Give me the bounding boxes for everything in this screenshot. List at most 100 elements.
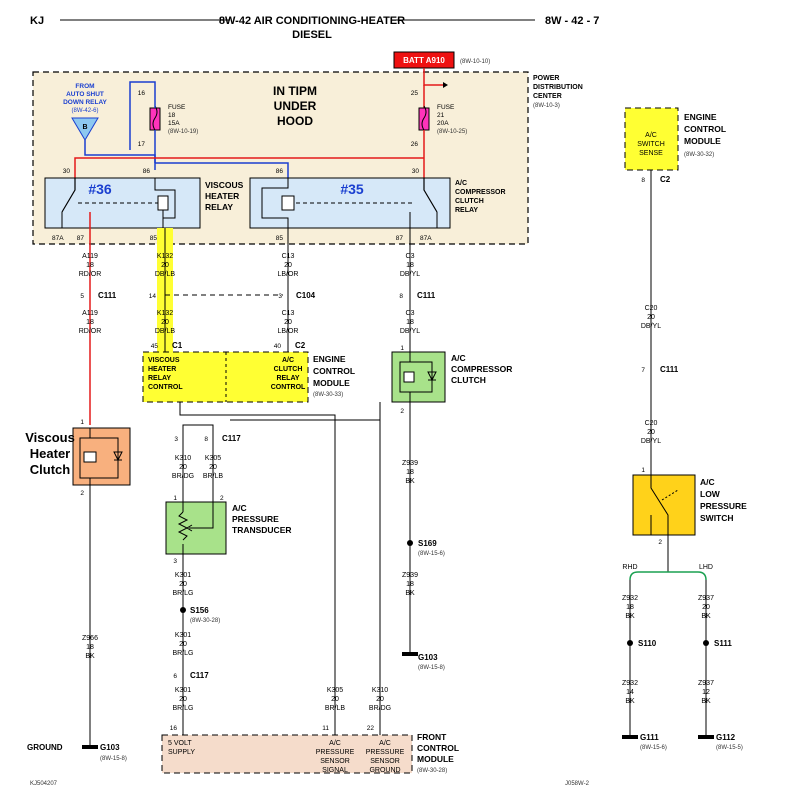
g103a-ref: (8W-15-8) xyxy=(100,756,127,762)
fcm-cell2-1: A/C xyxy=(329,740,341,747)
batt-ref: (8W-10-10) xyxy=(460,59,490,65)
ecm-left-cell1-1: VISCOUS xyxy=(148,357,180,364)
k301b-2: 20 xyxy=(179,641,187,648)
fuse18-pin-bottom: 17 xyxy=(138,141,146,148)
k310top-3: BR/DG xyxy=(172,473,194,480)
fuse18-ref: (8W-10-19) xyxy=(168,129,198,135)
a119-bot-1: A119 xyxy=(82,310,98,317)
viscous-internal-wire xyxy=(79,428,91,485)
transducer-pin1: 1 xyxy=(173,495,177,502)
relay35-name-2: COMPRESSOR xyxy=(455,189,506,196)
k310bot-2: 20 xyxy=(376,696,384,703)
c20bot-3: DB/YL xyxy=(641,438,661,445)
relay35-pin87a: 87A xyxy=(420,235,432,242)
k305-route-wire xyxy=(179,402,336,735)
relay35-pin30: 30 xyxy=(412,168,420,175)
g103b-ref: (8W-15-8) xyxy=(418,665,445,671)
a119-top-1: A119 xyxy=(82,253,98,260)
relay36-pin30: 30 xyxy=(63,168,71,175)
header-title: 8W-42 AIR CONDITIONING-HEATER xyxy=(219,15,405,27)
relay35-name-1: A/C xyxy=(455,180,467,187)
lps-switch-icon xyxy=(650,475,669,535)
fcm-pin11: 11 xyxy=(322,725,329,732)
ecm-c2-pin: 8 xyxy=(641,177,645,184)
k310bot-3: BR/DG xyxy=(369,705,391,712)
fuse21-number: 21 xyxy=(437,112,445,119)
g111-ref: (8W-15-6) xyxy=(640,745,667,751)
ecm-left-cell1-3: RELAY xyxy=(148,375,171,382)
fcm-pin22: 22 xyxy=(367,725,375,732)
relay36-switch-icon xyxy=(61,178,76,213)
c104-left-pin: 14 xyxy=(149,293,157,300)
k310top-2: 20 xyxy=(179,464,187,471)
compressor-clutch-box xyxy=(391,351,446,403)
ecm-right-box xyxy=(624,107,679,171)
fuse21-icon xyxy=(418,107,430,131)
s169-name: S169 xyxy=(418,539,437,548)
k301c-3: BR/LG xyxy=(172,705,193,712)
c20bot-1: C20 xyxy=(645,420,658,427)
clutch-internal-wire xyxy=(399,352,411,402)
batt-label: BATT A910 xyxy=(403,56,445,65)
fcm-cell3-2: PRESSURE xyxy=(366,749,405,756)
viscous-clutch-box xyxy=(72,427,131,486)
ecm-left-cell1-4: CONTROL xyxy=(148,384,183,391)
relay36-name-3: RELAY xyxy=(205,202,233,212)
pdc-ref: (8W-10-3) xyxy=(533,103,560,109)
k301b-3: BR/LG xyxy=(172,650,193,657)
viscous-label-2: Heater xyxy=(30,446,70,461)
ecm-right-cell-2: SWITCH xyxy=(637,141,665,148)
fuse21-pin-top: 25 xyxy=(411,90,419,97)
k305top-1: K305 xyxy=(205,455,221,462)
ecm-left-ref: (8W-30-33) xyxy=(313,392,343,398)
k132-top-2: 20 xyxy=(161,262,169,269)
fcm-name-2: CONTROL xyxy=(417,743,459,753)
c1-pin: 45 xyxy=(151,343,159,350)
s169-ref: (8W-15-6) xyxy=(418,551,445,557)
clutch-pin1: 1 xyxy=(400,345,404,352)
header-subtitle: DIESEL xyxy=(292,29,332,41)
clutch-diode-icon xyxy=(427,371,437,382)
header-left: KJ xyxy=(30,15,44,27)
ecm-right-cell-3: SENSE xyxy=(639,150,663,157)
pdc-note-3: HOOD xyxy=(277,114,313,128)
ecm-right-name-3: MODULE xyxy=(684,136,721,146)
ecm-right-ref: (8W-30-32) xyxy=(684,152,714,158)
relay36-tag: #36 xyxy=(88,181,112,197)
g103a-ground-icon xyxy=(82,745,98,749)
c13-bot-1: C13 xyxy=(282,310,295,317)
s156-ref: (8W-30-28) xyxy=(190,618,220,624)
z937b-1: Z937 xyxy=(698,680,714,687)
z937b-3: BK xyxy=(701,698,711,705)
fuse18-element-icon xyxy=(152,105,158,131)
k132-bot-1: K132 xyxy=(157,310,173,317)
z939b-1: Z939 xyxy=(402,572,418,579)
c13-top-1: C13 xyxy=(282,253,295,260)
c104-name: C104 xyxy=(296,291,316,300)
z932b-3: BK xyxy=(625,698,635,705)
clutch-name-3: CLUTCH xyxy=(451,375,486,385)
s169-splice-icon xyxy=(407,540,413,546)
g112-ref: (8W-15-5) xyxy=(716,745,743,751)
c20bot-2: 20 xyxy=(647,429,655,436)
fuse18-label: FUSE xyxy=(168,104,186,111)
z966-3: BK xyxy=(85,653,95,660)
fuse18-feed-wire xyxy=(129,81,156,150)
c13-top-3: LB/OR xyxy=(277,271,298,278)
fcm-pin16: 16 xyxy=(170,725,178,732)
lps-box xyxy=(632,474,696,536)
c111b-pin: 8 xyxy=(399,293,403,300)
lps-pin1: 1 xyxy=(641,467,645,474)
a119-bot-2: 18 xyxy=(86,319,94,326)
fcm-cell2-3: SENSOR xyxy=(320,758,350,765)
z939a-1: Z939 xyxy=(402,460,418,467)
c3-top-2: 18 xyxy=(406,262,414,269)
lps-internal-wire xyxy=(650,515,668,536)
ecm-left-name-2: CONTROL xyxy=(313,366,355,376)
rhd-label: RHD xyxy=(622,564,637,571)
c111c-pin: 7 xyxy=(641,367,645,374)
z932a-2: 18 xyxy=(626,604,634,611)
pdc-title-1: POWER xyxy=(533,75,559,82)
fcm-ref: (8W-30-28) xyxy=(417,768,447,774)
